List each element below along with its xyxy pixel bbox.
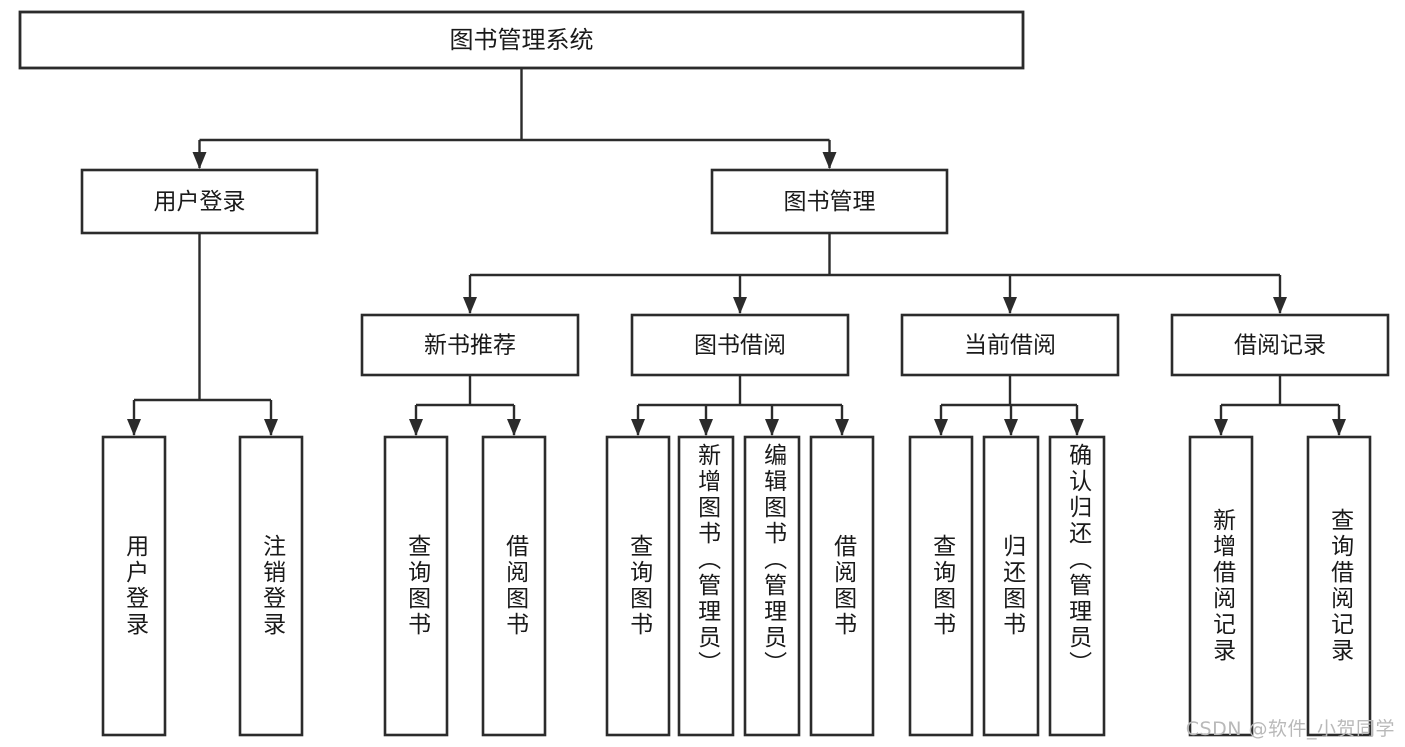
arrow-head-icon [631, 419, 645, 436]
leaf-node-leaf-logout-login[interactable] [238, 435, 304, 737]
leaf-node-leaf-query-book-1-rect[interactable] [383, 435, 449, 737]
level2-node-current-borrow-rect[interactable] [900, 313, 1120, 377]
leaf-node-leaf-query-book-3[interactable] [908, 435, 974, 737]
level2-node-borrow-record-label: 借阅记录 [1234, 333, 1326, 359]
level1-node-book-management-label: 图书管理 [784, 189, 876, 215]
level2-node-borrow-record-rect[interactable] [1170, 313, 1390, 377]
level1-node-book-management[interactable]: 图书管理 [710, 168, 949, 235]
leaf-node-leaf-edit-book[interactable] [743, 435, 801, 737]
leaf-node-leaf-return-book[interactable] [982, 435, 1040, 737]
leaf-node-leaf-borrow-book-1[interactable] [481, 435, 547, 737]
arrow-head-icon [1273, 297, 1287, 314]
level2-node-book-borrow[interactable]: 图书借阅 [630, 313, 850, 377]
leaf-node-leaf-borrow-book-2[interactable] [809, 435, 875, 737]
arrow-head-icon [127, 419, 141, 436]
leaf-node-leaf-query-book-1[interactable] [383, 435, 449, 737]
arrow-head-icon [733, 297, 747, 314]
arrow-head-icon [463, 297, 477, 314]
leaf-node-leaf-query-book-2-rect[interactable] [605, 435, 671, 737]
leaf-node-leaf-add-book-rect[interactable] [677, 435, 735, 737]
level2-node-new-book-recommend-label: 新书推荐 [424, 333, 516, 359]
arrow-head-icon [934, 419, 948, 436]
level2-node-new-book-recommend-rect[interactable] [360, 313, 580, 377]
root-node-book-management-system-rect[interactable] [18, 10, 1025, 70]
leaf-node-leaf-user-login[interactable] [101, 435, 167, 737]
leaf-node-leaf-add-borrow-record-rect[interactable] [1188, 435, 1254, 737]
leaf-node-leaf-logout-login-rect[interactable] [238, 435, 304, 737]
arrow-head-icon [1214, 419, 1228, 436]
arrow-head-icon [264, 419, 278, 436]
arrow-head-icon [507, 419, 521, 436]
leaf-node-leaf-query-book-2[interactable] [605, 435, 671, 737]
leaf-node-leaf-add-borrow-record[interactable] [1188, 435, 1254, 737]
arrow-head-icon [765, 419, 779, 436]
level2-node-book-borrow-rect[interactable] [630, 313, 850, 377]
arrow-head-icon [1004, 419, 1018, 436]
leaf-node-leaf-edit-book-rect[interactable] [743, 435, 801, 737]
watermark-text: CSDN @软件_小贺同学 [1185, 718, 1395, 740]
leaf-node-leaf-user-login-rect[interactable] [101, 435, 167, 737]
leaf-node-leaf-borrow-book-2-rect[interactable] [809, 435, 875, 737]
arrow-head-icon [822, 152, 837, 169]
arrow-head-icon [192, 152, 207, 169]
level2-node-current-borrow[interactable]: 当前借阅 [900, 313, 1120, 377]
leaf-node-leaf-query-borrow-record-rect[interactable] [1306, 435, 1372, 737]
level2-node-current-borrow-label: 当前借阅 [964, 333, 1056, 359]
root-node-book-management-system[interactable]: 图书管理系统 [18, 10, 1025, 70]
leaf-node-leaf-query-book-3-rect[interactable] [908, 435, 974, 737]
leaf-node-leaf-borrow-book-1-rect[interactable] [481, 435, 547, 737]
root-node-book-management-system-label: 图书管理系统 [450, 26, 594, 54]
level1-node-book-management-rect[interactable] [710, 168, 949, 235]
leaf-node-leaf-add-book[interactable] [677, 435, 735, 737]
level2-node-book-borrow-label: 图书借阅 [694, 333, 786, 359]
leaf-node-leaf-confirm-return-rect[interactable] [1048, 435, 1106, 737]
level1-node-user-login-rect[interactable] [80, 168, 319, 235]
leaf-node-leaf-query-borrow-record[interactable] [1306, 435, 1372, 737]
leaf-node-leaf-return-book-rect[interactable] [982, 435, 1040, 737]
level2-node-new-book-recommend[interactable]: 新书推荐 [360, 313, 580, 377]
arrow-head-icon [1070, 419, 1084, 436]
level1-node-user-login-label: 用户登录 [154, 189, 246, 215]
leaf-node-leaf-confirm-return[interactable] [1048, 435, 1106, 737]
level2-node-borrow-record[interactable]: 借阅记录 [1170, 313, 1390, 377]
level1-node-user-login[interactable]: 用户登录 [80, 168, 319, 235]
arrow-head-icon [409, 419, 423, 436]
arrow-head-icon [699, 419, 713, 436]
connectors-layer [127, 68, 1346, 436]
arrow-head-icon [1003, 297, 1017, 314]
arrow-head-icon [835, 419, 849, 436]
arrow-head-icon [1332, 419, 1346, 436]
